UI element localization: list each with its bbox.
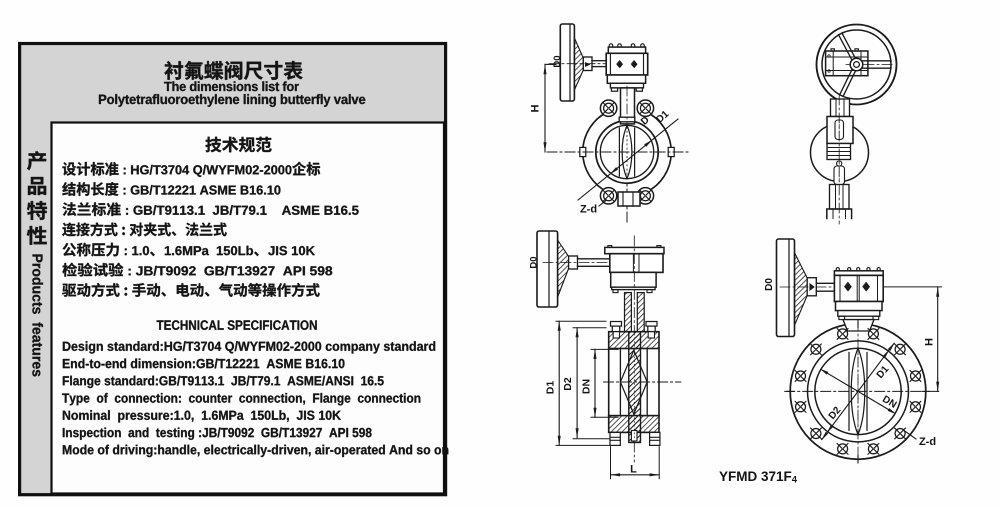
svg-text:D1: D1 [545, 381, 557, 395]
svg-text:D0: D0 [552, 55, 563, 67]
svg-text:L: L [630, 464, 637, 476]
svg-text:DN: DN [581, 379, 593, 394]
svg-text:Z-d: Z-d [919, 436, 936, 448]
svg-text:D0: D0 [529, 256, 540, 268]
svg-text:Z-d: Z-d [580, 204, 597, 216]
svg-text:D2: D2 [562, 377, 574, 391]
svg-text:YFMD 371F4: YFMD 371F4 [719, 469, 798, 486]
svg-text:D1: D1 [654, 108, 671, 125]
svg-text:D0: D0 [764, 278, 775, 291]
svg-text:H: H [924, 338, 936, 346]
svg-text:H: H [530, 104, 542, 112]
